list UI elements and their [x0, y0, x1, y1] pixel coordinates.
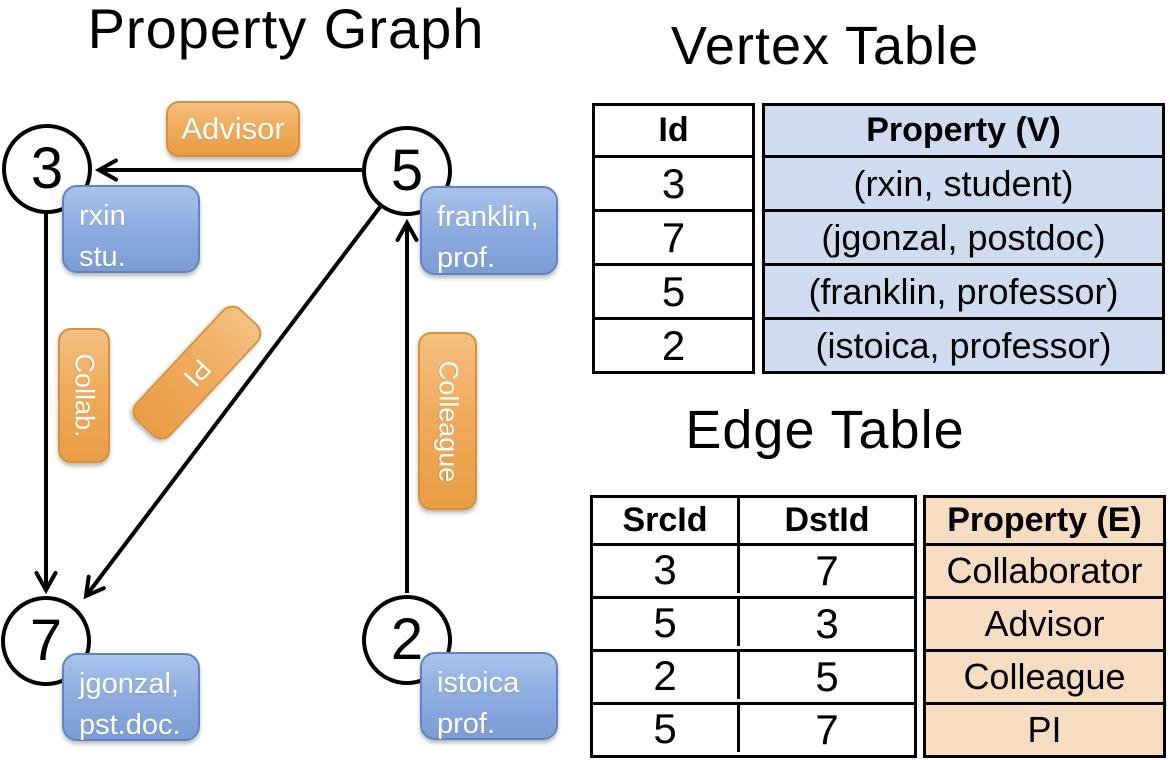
edge-label-collab: Collab. — [58, 328, 110, 463]
vertex-table-id-column: Id 3 7 5 2 — [592, 103, 755, 374]
edge-table-src-cell: 5 — [593, 702, 740, 752]
vertex-property-line1: istoica — [437, 667, 520, 699]
edge-table-dst-cell: 7 — [740, 543, 914, 596]
vertex-table-property-cell: (franklin, professor) — [765, 263, 1162, 317]
vertex-property-box-franklin: franklin, prof. — [420, 186, 558, 275]
vertex-property-box-rxin: rxin stu. — [62, 185, 200, 273]
edge-table-property-header: Property (E) — [947, 501, 1142, 539]
edge-table-property-cell: Collaborator — [926, 543, 1163, 596]
edge-table-dst-cell: 3 — [740, 596, 914, 649]
edge-pi-5-to-7 — [83, 205, 382, 600]
edge-label-collab-text: Collab. — [69, 353, 100, 438]
vertex-property-box-jgonzal: jgonzal, pst.doc. — [62, 653, 200, 741]
vertex-table-property-header: Property (V) — [866, 111, 1061, 149]
vertex-table-property-cell: (istoica, professor) — [765, 317, 1162, 371]
graph-edges-svg — [34, 158, 419, 600]
vertex-circle-5: 5 — [362, 126, 452, 216]
edge-table-property-cell: Advisor — [926, 596, 1163, 649]
vertex-id-2: 2 — [390, 607, 424, 672]
vertex-table-property-cell: (jgonzal, postdoc) — [765, 209, 1162, 263]
edge-table-srcid-header: SrcId — [593, 498, 740, 543]
edge-label-colleague-text: Colleague — [433, 360, 463, 482]
vertex-id-3: 3 — [30, 136, 64, 201]
edge-table-src-cell: 3 — [593, 543, 740, 593]
vertex-property-box-istoica: istoica prof. — [420, 652, 558, 740]
edge-label-advisor-text: Advisor — [181, 111, 285, 146]
edge-table-row: 5 3 — [593, 596, 914, 649]
property-graph-title: Property Graph — [87, 0, 485, 60]
edge-table-property-cell: PI — [926, 702, 1163, 755]
edge-table-src-cell: 2 — [593, 649, 740, 699]
edge-table-row: 2 5 — [593, 649, 914, 702]
edge-table-property-column: Property (E) Collaborator Advisor Collea… — [923, 495, 1166, 758]
edge-label-advisor: Advisor — [166, 101, 300, 157]
vertex-table-title: Vertex Table — [670, 16, 980, 76]
edge-label-pi-text: PI — [177, 353, 218, 393]
vertex-circle-2: 2 — [362, 595, 452, 685]
vertex-table-property-cell: (rxin, student) — [765, 155, 1162, 209]
vertex-property-line1: jgonzal, — [79, 668, 179, 700]
edge-table-id-columns: SrcId DstId 3 7 5 3 2 5 5 7 — [590, 495, 917, 758]
vertex-property-line2: prof. — [437, 707, 496, 740]
edge-table-src-cell: 5 — [593, 596, 740, 646]
vertex-property-line2: prof. — [437, 241, 496, 274]
vertex-property-line2: pst.doc. — [79, 708, 181, 741]
edge-table-title: Edge Table — [685, 400, 965, 460]
edge-table-row: 5 7 — [593, 702, 914, 755]
vertex-table-property-column: Property (V) (rxin, student) (jgonzal, p… — [762, 103, 1165, 374]
edge-table-dst-cell: 5 — [740, 649, 914, 702]
vertex-property-line1: rxin — [79, 200, 126, 232]
vertex-property-line2: stu. — [79, 240, 126, 273]
edge-table-header-row: SrcId DstId — [593, 498, 914, 543]
edge-table-property-cell: Colleague — [926, 649, 1163, 702]
edge-table-row: 3 7 — [593, 543, 914, 596]
edge-table-dst-cell: 7 — [740, 702, 914, 755]
vertex-id-5: 5 — [390, 138, 424, 203]
vertex-table-id-cell: 3 — [595, 155, 752, 209]
vertex-table-id-cell: 2 — [595, 317, 752, 371]
edge-table: SrcId DstId 3 7 5 3 2 5 5 7 Property (E)… — [590, 495, 1166, 758]
edge-table-dstid-header: DstId — [784, 501, 870, 539]
vertex-table-id-cell: 5 — [595, 263, 752, 317]
edge-label-colleague: Colleague — [418, 332, 477, 510]
vertex-table-id-cell: 7 — [595, 209, 752, 263]
vertex-table-id-header: Id — [658, 111, 689, 149]
vertex-property-line1: franklin, — [437, 201, 539, 233]
vertex-table: Id 3 7 5 2 Property (V) (rxin, student) … — [592, 103, 1165, 374]
vertex-id-7: 7 — [29, 608, 63, 673]
